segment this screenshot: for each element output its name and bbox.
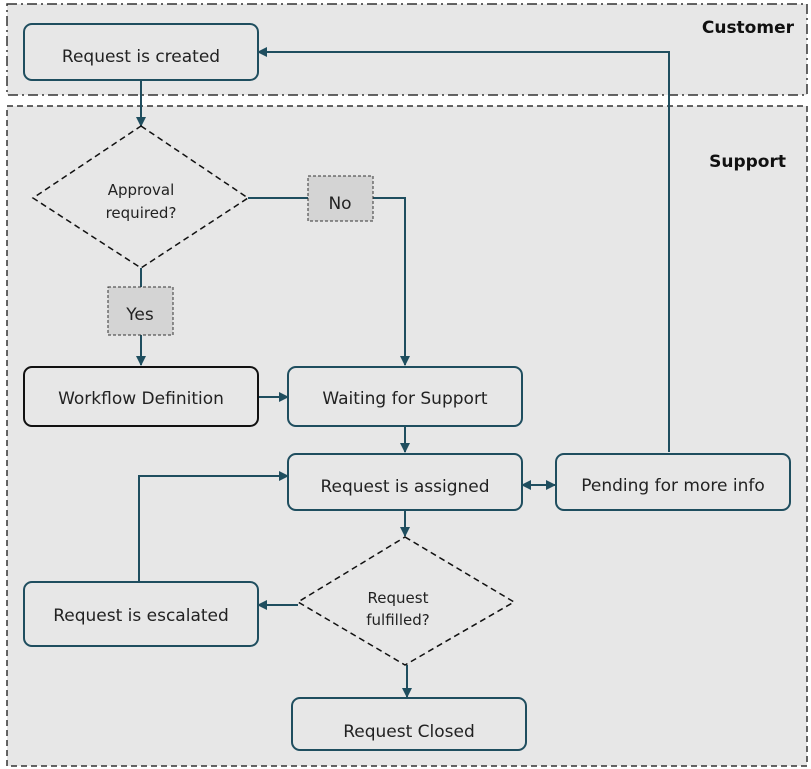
arrow-approval-no-to-waiting bbox=[248, 197, 410, 366]
node-request-assigned: Request is assigned bbox=[287, 453, 523, 511]
branch-label-yes-text: Yes bbox=[125, 305, 154, 325]
decision-approval-line1: Approval bbox=[108, 181, 175, 199]
arrow-escalated-to-assigned bbox=[138, 471, 289, 581]
customer-lane-label: Customer bbox=[702, 18, 795, 38]
node-workflow-definition-label: Workflow Definition bbox=[58, 389, 224, 409]
branch-label-no-text: No bbox=[328, 194, 351, 214]
support-lane-label: Support bbox=[709, 152, 786, 172]
decision-request-fulfilled: Request fulfilled? bbox=[296, 536, 516, 666]
node-request-created: Request is created bbox=[23, 23, 259, 81]
arrow-pending-to-created bbox=[257, 47, 670, 452]
node-pending-more-info-label: Pending for more info bbox=[581, 476, 764, 496]
decision-approval-required: Approval required? bbox=[31, 125, 250, 269]
node-request-assigned-label: Request is assigned bbox=[320, 477, 489, 497]
node-pending-more-info: Pending for more info bbox=[555, 453, 791, 511]
node-workflow-definition: Workflow Definition bbox=[23, 366, 259, 427]
node-request-created-label: Request is created bbox=[62, 47, 220, 67]
branch-label-yes: Yes bbox=[107, 286, 174, 336]
node-request-escalated-label: Request is escalated bbox=[53, 606, 229, 626]
node-waiting-for-support-label: Waiting for Support bbox=[322, 389, 488, 409]
node-request-escalated: Request is escalated bbox=[23, 581, 259, 647]
branch-label-no: No bbox=[307, 175, 374, 222]
decision-approval-line2: required? bbox=[106, 204, 177, 222]
node-request-closed: Request Closed bbox=[291, 697, 527, 751]
decision-fulfilled-line2: fulfilled? bbox=[366, 611, 429, 629]
node-waiting-for-support: Waiting for Support bbox=[287, 366, 523, 427]
node-request-closed-label: Request Closed bbox=[343, 722, 475, 742]
decision-fulfilled-line1: Request bbox=[368, 589, 429, 607]
